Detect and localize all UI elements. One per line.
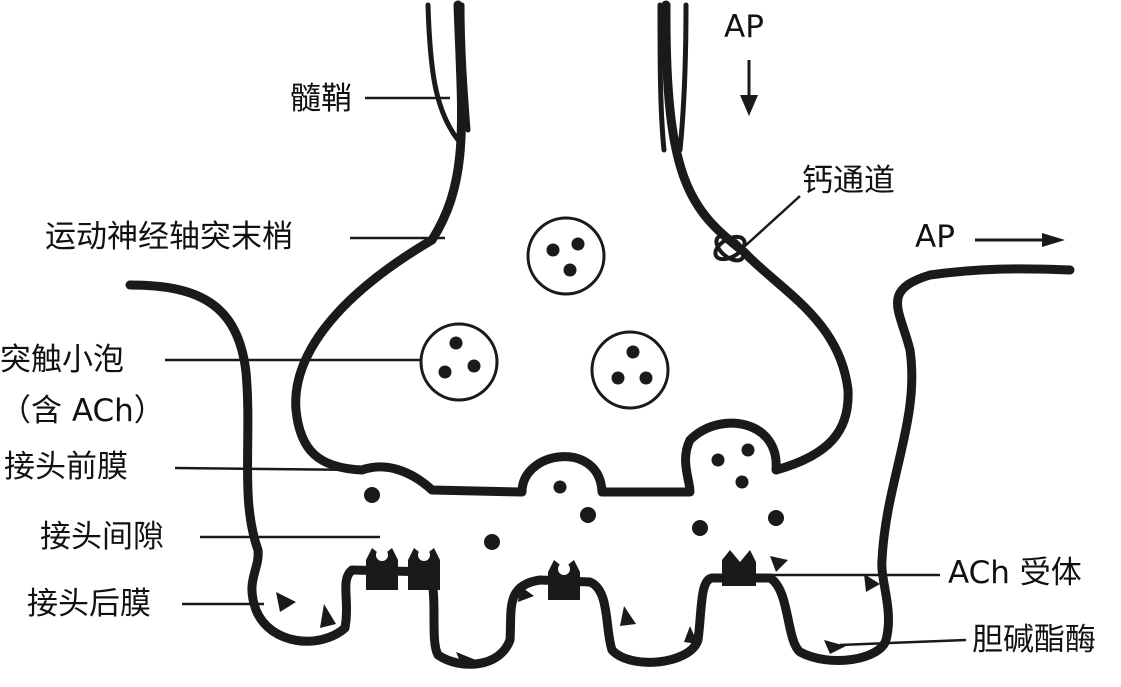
cholinesterase-shapes [276, 556, 880, 666]
synaptic-vesicle [526, 216, 606, 296]
axon-terminal-membrane [291, 0, 853, 497]
calcium-channel-shape [713, 233, 747, 263]
leader-lines [165, 96, 967, 647]
ach-molecules [364, 487, 784, 550]
presynaptic-membrane-label: 接头前膜 [4, 449, 128, 485]
ap-right-arrow [975, 233, 1065, 247]
ach-receptor-label: ACh 受体 [948, 555, 1082, 591]
myelin-label: 髓鞘 [290, 81, 352, 117]
synaptic-cleft-label: 接头间隙 [40, 519, 164, 555]
myelin-sheath [425, 2, 689, 153]
synaptic-vesicle [419, 322, 499, 402]
ap-top-label: AP [724, 9, 764, 45]
ap-down-arrow [740, 60, 758, 116]
calcium-channel-label: 钙通道 [802, 163, 895, 199]
axon-terminal-label: 运动神经轴突末梢 [45, 219, 293, 255]
muscle-fiber-membrane [125, 264, 1075, 669]
synaptic-vesicle [590, 330, 670, 410]
vesicle-content-label: （含 ACh） [0, 393, 165, 429]
postsynaptic-membrane-label: 接头后膜 [27, 586, 151, 622]
fusing-vesicle-contents [553, 443, 755, 494]
ach-receptor-shape [366, 548, 756, 600]
vesicle-label: 突触小泡 [0, 342, 124, 378]
cholinesterase-label: 胆碱酯酶 [972, 622, 1096, 658]
ap-right-label: AP [915, 219, 955, 255]
